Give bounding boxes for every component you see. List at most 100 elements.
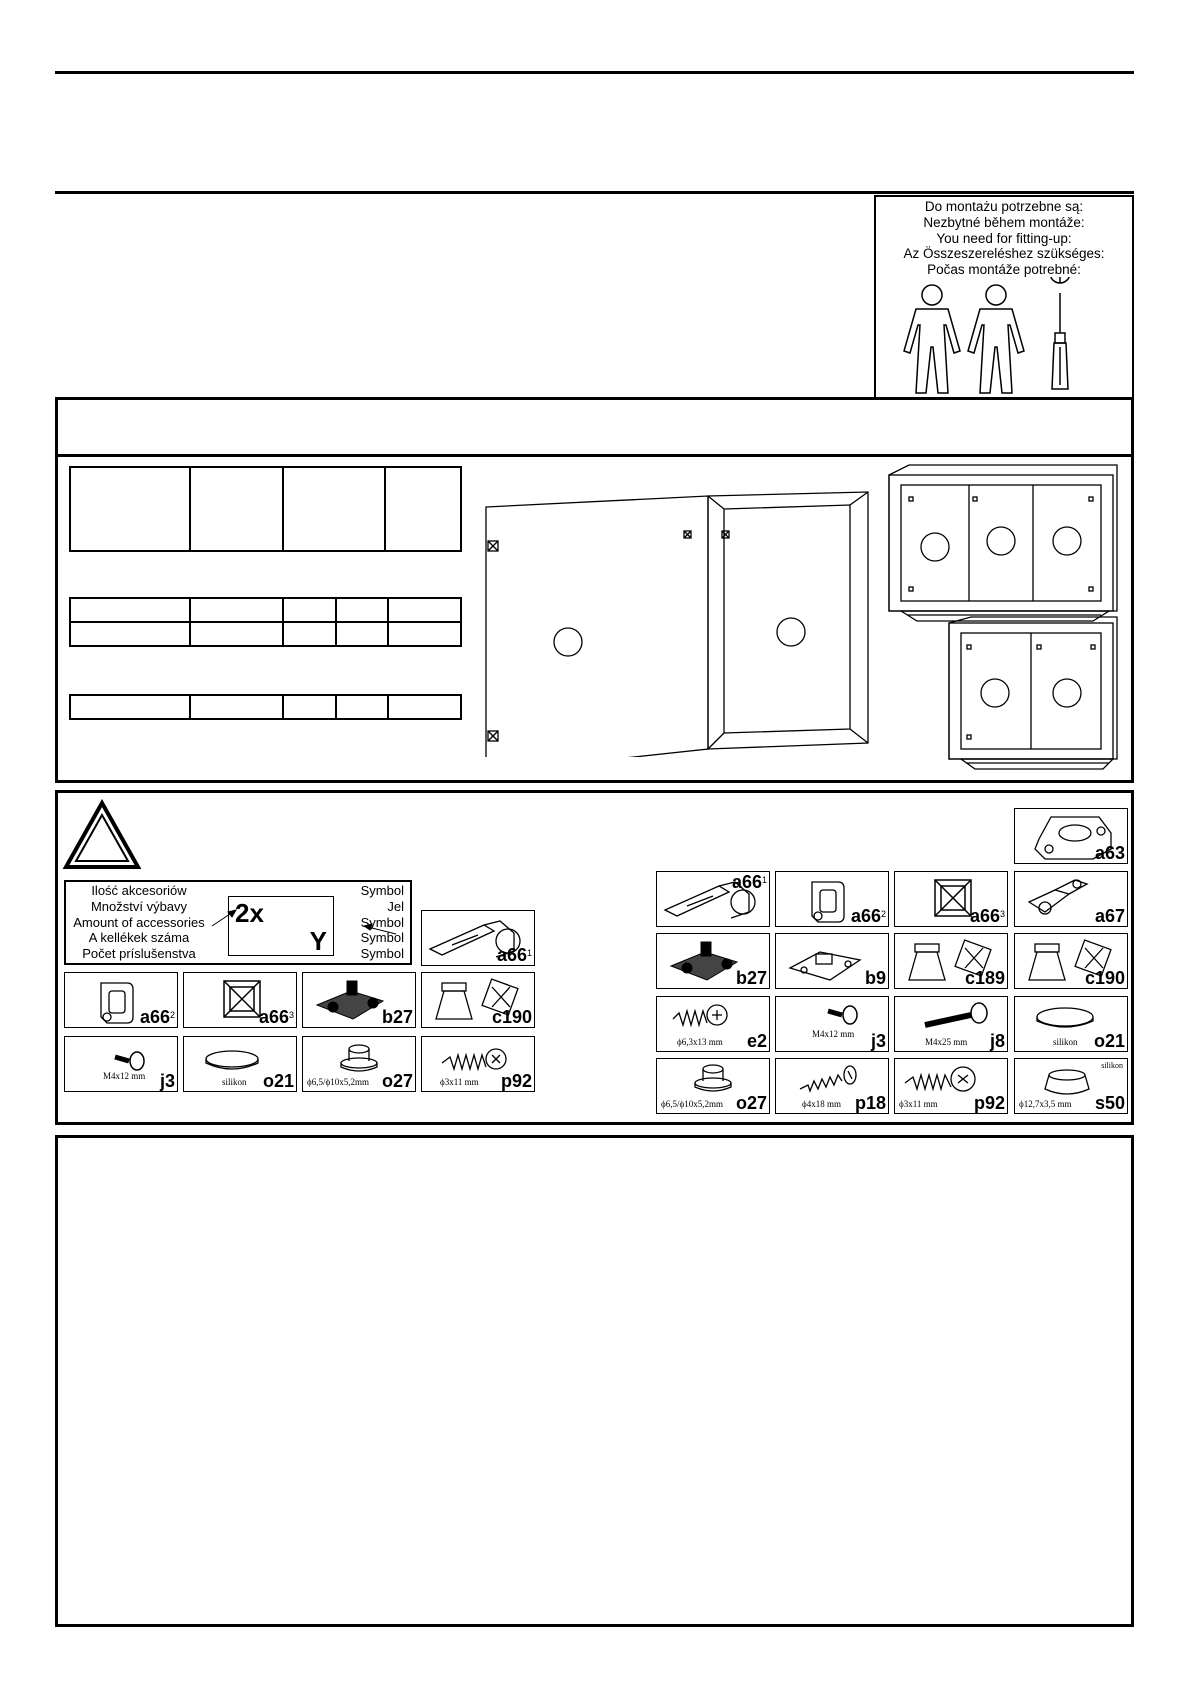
accessory-code: o27	[735, 1093, 767, 1113]
legend-label: Množství výbavy	[90, 898, 188, 914]
accessory-dimension: ϕ3x11 mm	[899, 1099, 938, 1109]
accessory-code: a63	[1094, 843, 1125, 863]
hinge-plate-icon	[100, 982, 134, 1024]
accessory-card-a66-2-right: a662	[775, 871, 889, 927]
legend-symbol-labels: Symbol Jel Symbol Symbol Symbol	[348, 883, 404, 962]
accessory-code: c189	[964, 968, 1005, 988]
accessory-dimension: silikon	[1053, 1037, 1078, 1047]
accessory-card-a67: a67	[1014, 871, 1128, 927]
accessory-code: a67	[1094, 906, 1125, 926]
legend-arrows	[211, 909, 397, 935]
silicone-pad-icon	[1036, 1007, 1094, 1028]
tools-required-box: Do montażu potrzebne są: Nezbytné během …	[874, 195, 1134, 399]
accessory-dimension: ϕ3x11 mm	[440, 1077, 479, 1087]
accessory-dimension: silikon	[222, 1077, 247, 1087]
bolt-icon	[924, 1002, 988, 1028]
accessory-code: a661	[731, 872, 767, 892]
dimensions-table-bottom	[69, 694, 462, 720]
accessory-card-a66-3: a663	[183, 972, 297, 1028]
legend-label: Počet príslušenstva	[82, 946, 196, 962]
tools-line: Počas montáže potrebné:	[927, 262, 1081, 278]
accessory-card-e2: ϕ6,3x13 mm e2	[656, 996, 770, 1052]
accessory-card-p92-right: ϕ3x11 mm p92	[894, 1058, 1008, 1114]
accessory-card-j3: M4x12 mm j3	[64, 1036, 178, 1092]
accessory-dimension: M4x12 mm	[812, 1029, 855, 1039]
accessory-code: a662	[850, 906, 886, 926]
legend-label: Ilość akcesoriów	[91, 883, 187, 898]
accessory-card-c190: c190	[421, 972, 535, 1028]
bolt-icon	[114, 1051, 145, 1071]
accessory-note: silikon	[1101, 1061, 1123, 1070]
accessory-dimension: ϕ6,5/ϕ10x5,2mm	[661, 1099, 723, 1109]
accessory-card-b27-right: b27	[656, 933, 770, 989]
screw-icon	[904, 1066, 976, 1092]
accessory-card-j8: M4x25 mm j8	[894, 996, 1008, 1052]
accessory-code: c190	[491, 1007, 532, 1027]
silicone-foot-icon	[1044, 1069, 1090, 1095]
sleeve-icon	[340, 1044, 378, 1072]
accessory-code: e2	[746, 1031, 767, 1051]
header-bottom-rule	[55, 191, 1134, 194]
mounting-plate-icon	[315, 980, 385, 1020]
tools-line: Do montażu potrzebne są:	[924, 199, 1084, 214]
legend-labels: Ilość akcesoriów Množství výbavy Amount …	[66, 883, 212, 962]
accessory-code: b27	[381, 1007, 413, 1027]
accessory-code: b27	[735, 968, 767, 988]
foot-cover-icon	[435, 978, 519, 1020]
tools-illustration	[903, 277, 1070, 394]
legend-label: A kellékek száma	[88, 930, 190, 946]
hinge-icon	[428, 920, 521, 958]
foot-cover-icon	[908, 939, 992, 981]
legend-quantity: 2x	[235, 898, 264, 928]
assembly-steps-panel	[55, 1135, 1134, 1627]
hinge-plate-icon	[811, 881, 845, 923]
accessory-dimension: M4x12 mm	[103, 1071, 146, 1081]
accessory-card-a66-2: a662	[64, 972, 178, 1028]
warning-triangle-icon	[62, 799, 142, 869]
foot-cover-icon	[1028, 939, 1112, 981]
accessory-card-o27: ϕ6,5/ϕ10x5,2mm o27	[302, 1036, 416, 1092]
accessory-dimension: M4x25 mm	[925, 1037, 968, 1047]
accessory-code: j8	[989, 1031, 1005, 1051]
accessory-card-a63: a63	[1014, 808, 1128, 864]
hinge-icon	[663, 881, 756, 919]
door-panels-drawing	[485, 491, 869, 757]
screw-icon	[672, 1004, 728, 1028]
sleeve-icon	[694, 1064, 732, 1092]
legend-symbol: Y	[309, 926, 327, 956]
accessory-code: b9	[864, 968, 886, 988]
accessory-code: s50	[1094, 1093, 1125, 1113]
accessory-code: a661	[496, 945, 532, 965]
tools-line: You need for fitting-up:	[936, 230, 1072, 246]
accessory-code: o21	[262, 1071, 294, 1091]
accessory-dimension: ϕ6,5/ϕ10x5,2mm	[307, 1077, 369, 1087]
person-icon	[903, 284, 961, 394]
square-cover-icon	[223, 980, 261, 1018]
accessory-code: a663	[258, 1007, 294, 1027]
legend-symbol-label: Symbol	[360, 914, 404, 930]
accessory-code: a662	[139, 1007, 175, 1027]
bolt-icon	[827, 1005, 858, 1025]
mounting-plate-icon	[669, 941, 739, 981]
legend-symbol-label: Symbol	[360, 930, 404, 946]
square-cover-icon	[934, 879, 972, 917]
tools-line: Nezbytné během montáže:	[923, 214, 1085, 230]
screw-icon	[441, 1048, 507, 1072]
legend-example-box: 2x Y	[228, 896, 334, 956]
accessory-card-j3-right: M4x12 mm j3	[775, 996, 889, 1052]
tools-line: Az Összeszereléshez szükséges:	[903, 246, 1105, 262]
accessory-card-a66-1: a661	[421, 910, 535, 966]
dimensions-table-top	[69, 466, 462, 552]
legend-symbol-label: Symbol	[360, 946, 404, 962]
accessory-legend: Ilość akcesoriów Množství výbavy Amount …	[64, 880, 412, 965]
accessory-card-p92: ϕ3x11 mm p92	[421, 1036, 535, 1092]
cabinet-drawings	[888, 464, 1118, 770]
accessory-dimension: ϕ4x18 mm	[802, 1099, 841, 1109]
accessory-dimension: ϕ6,3x13 mm	[677, 1037, 723, 1047]
accessory-code: a663	[969, 906, 1005, 926]
accessory-card-o21: silikon o21	[183, 1036, 297, 1092]
silicone-pad-icon	[205, 1050, 259, 1070]
accessory-code: o21	[1093, 1031, 1125, 1051]
accessory-card-c189: c189	[894, 933, 1008, 989]
accessory-card-a66-3-right: a663	[894, 871, 1008, 927]
